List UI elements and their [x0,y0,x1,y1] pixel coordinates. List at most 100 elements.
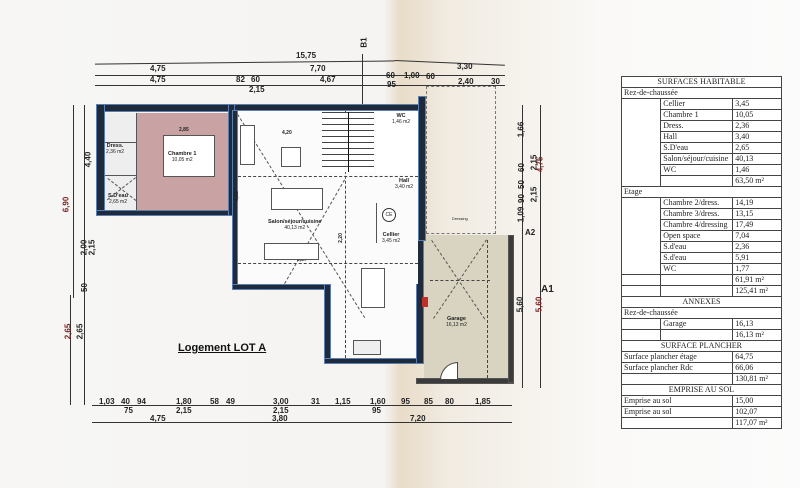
dim-salon-width: 4,20 [282,130,292,136]
plancher-label: Surface plancher Rdc [620,362,734,374]
emprise-area: 15,00 [732,395,782,407]
dim-left-6: 2,65 [75,323,85,340]
plancher-area: 66,06 [732,362,782,374]
dim-bottom-total-2: 3,80 [272,414,288,423]
room-area-wc: 1,46 m2 [392,119,411,125]
dim-top-sub-1: 2,15 [249,85,265,94]
dim-left-1: 4,40 [83,151,93,168]
label-wc: WC 1,46 m2 [392,113,410,125]
dim-right-8: 5,60 [515,296,525,313]
room-name-chambre-1: Chambre 1 [168,151,197,157]
room-area-salon: 40,13 m2 [284,225,306,231]
emprise-header: EMPRISE AU SOL [621,384,782,396]
sofa [271,188,323,210]
etage-room: WC [660,263,734,275]
dim-right-1: 1,66 [516,121,526,138]
rdc-room: WC [660,164,734,176]
room-name-wc: WC [396,113,406,119]
dim-bottom-sub-3: 2,15 [273,406,289,415]
dim-bottom-10: 1,60 [370,397,386,406]
room-name-garage: Garage [446,316,466,322]
label-cellier: Cellier 3,45 m2 [382,232,400,244]
room-area-sdeau: 2,65 m2 [108,199,128,205]
dim-top-1: 4,75 [150,64,166,73]
emprise-label: Emprise au sol [620,395,734,407]
label-chambre-1: Chambre 1 10,05 m2 [168,151,196,163]
etage-area: 5,91 [732,252,782,264]
dim-bottom-total-3: 7,20 [410,414,426,423]
rdc-room: Cellier [660,98,734,110]
red-marker [422,297,428,307]
dim-bottom-11: 95 [401,397,410,406]
dim-right-5: 90 [516,194,526,203]
dim-bottom-sub-2: 2,15 [176,406,192,415]
surfaces-table: SURFACES HABITABLE Rez-de-chaussée Celli… [620,76,782,429]
rdc-area: 3,40 [732,131,782,143]
dim-bottom-3: 94 [137,397,146,406]
dim-left-3: 2,15 [87,239,97,256]
label-dress: Dress. 2,36 m2 [106,143,124,155]
plan-title: Logement LOT A [178,342,267,354]
dim-left-5: 2,65 [63,323,73,340]
rdc-room: Salon/séjour/cuisine [660,153,734,165]
room-name-sdeau: S.D'eau [108,193,128,199]
dim-bottom-2: 40 [121,397,130,406]
kitchen-sink [353,340,381,355]
dressing-outline [426,86,496,234]
room-name-hall: Hall [398,178,410,184]
section-marker-b1: B1 [359,37,369,48]
etage-area: 13,15 [732,208,782,220]
table-row: 130,81 m² [620,373,782,385]
table-row: 117,07 m² [620,417,782,429]
armchair [240,125,255,165]
etage-room: Chambre 3/dress. [660,208,734,220]
rdc-area: 10,05 [732,109,782,121]
label-garage: Garage 16,13 m2 [446,316,467,328]
etage-room: S.d'eau [660,241,734,253]
dim-salon-sub: 2,20 [337,233,344,243]
dress-sdeau-area [105,113,137,213]
dim-bottom-4: 1,80 [176,397,192,406]
etage-area: 14,19 [732,197,782,209]
dim-top-row3-2: 82 [236,75,245,84]
etage-area: 1,77 [732,263,782,275]
rdc-room: Dress. [660,120,734,132]
table-row: Chambre 2/dress.14,19 [620,197,782,275]
dim-right-2: 60 [516,163,526,172]
room-name-salon: Salon/séjour/cuisine [268,219,322,225]
rdc-area: 2,36 [732,120,782,132]
surfaces-habitable-header: SURFACES HABITABLE [621,76,782,88]
dim-top-sub-2: 95 [387,80,396,89]
label-salon: Salon/séjour/cuisine 40,13 m2 [268,219,322,231]
etage-area: 2,36 [732,241,782,253]
label-sdeau: S.D'eau 2,65 m2 [108,193,128,205]
etage-room: Open space [660,230,734,242]
annexes-area: 16,13 [732,318,782,330]
etage-area: 17,49 [732,219,782,231]
dim-bottom-8: 31 [311,397,320,406]
dim-right-6: 2,15 [529,186,539,203]
emprise-area: 102,07 [732,406,782,418]
rdc-area: 1,46 [732,164,782,176]
dim-right-4: 50 [516,180,526,189]
dim-top-row3-4: 4,67 [320,75,336,84]
rdc-total: 63,50 m² [732,175,782,187]
dim-top-row3-6: 1,00 [404,71,420,80]
room-area-chambre-1: 10,05 m2 [171,157,193,163]
dim-top-row3-7: 60 [426,72,435,81]
dim-bottom-7: 3,00 [273,397,289,406]
dim-right-total-lower: 5,60 [534,296,544,313]
garage-area [424,235,510,383]
dim-right-7: 1,09 [516,206,526,223]
plancher-total: 130,81 m² [732,373,782,385]
rdc-area: 2,65 [732,142,782,154]
wc-area [376,112,418,174]
dim-bottom-6: 49 [226,397,235,406]
annexes-room: Garage [660,318,734,330]
